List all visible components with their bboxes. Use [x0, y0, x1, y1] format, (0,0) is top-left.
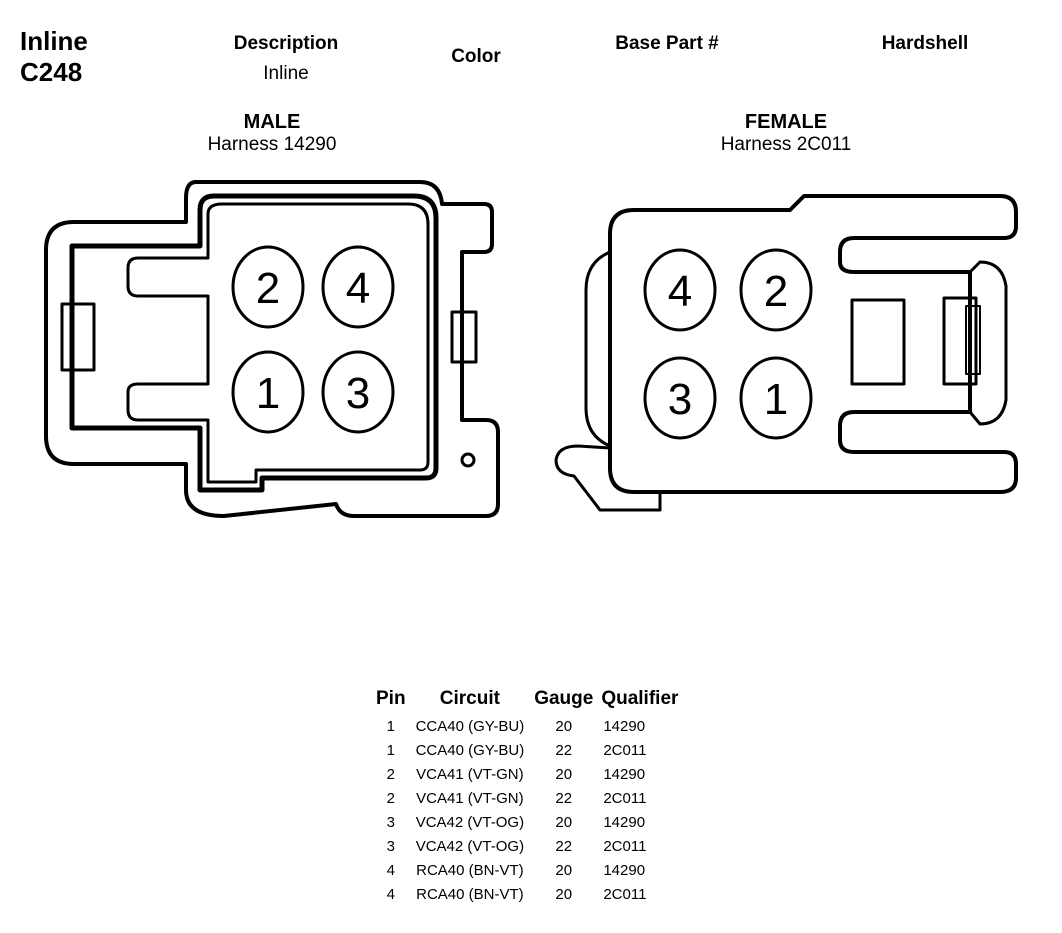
pin-cell: 2 [386, 789, 395, 807]
male-pin-circle [321, 350, 395, 434]
table-row: 2 VCA41 (VT-GN) 22 2C011 [372, 786, 682, 810]
female-latch-window [942, 296, 978, 386]
qualifier-cell: 2C011 [603, 741, 647, 759]
circuit-cell: VCA42 (VT-OG) [415, 813, 525, 831]
pin-table-header: Pin Circuit Gauge Qualifier [372, 688, 682, 714]
description-value: Inline [263, 63, 309, 84]
table-row: 3 VCA42 (VT-OG) 22 2C011 [372, 834, 682, 858]
male-pin-label: 4 [346, 264, 370, 313]
qualifier-cell: 14290 [603, 813, 646, 831]
female-pin-label: 1 [764, 375, 788, 424]
pin-cell: 3 [386, 813, 395, 831]
female-housing-outline [608, 194, 1018, 494]
color-label: Color [451, 46, 501, 67]
table-row: 4 RCA40 (BN-VT) 20 2C011 [372, 882, 682, 906]
female-pin-label: 2 [764, 267, 788, 316]
gauge-cell: 20 [555, 765, 573, 783]
gauge-cell: 20 [555, 861, 573, 879]
circuit-cell: RCA40 (BN-VT) [416, 885, 524, 903]
hardshell-label: Hardshell [881, 33, 969, 54]
female-pin-circle [643, 356, 717, 440]
female-hook [554, 444, 662, 512]
pin-cell: 1 [386, 741, 395, 759]
gauge-column-header: Gauge [534, 688, 594, 709]
male-right-tab [450, 310, 478, 364]
male-cavity-block [126, 202, 430, 484]
gauge-cell: 22 [555, 741, 573, 759]
table-row: 1 CCA40 (GY-BU) 22 2C011 [372, 738, 682, 762]
pin-table: Pin Circuit Gauge Qualifier 1 CCA40 (GY-… [372, 688, 682, 906]
table-row: 3 VCA42 (VT-OG) 20 14290 [372, 810, 682, 834]
female-right-latch [968, 260, 1008, 426]
connector-title: Inline C248 [20, 26, 88, 88]
qualifier-cell: 2C011 [603, 885, 647, 903]
circuit-column-header: Circuit [439, 688, 500, 709]
male-inner-frame [69, 193, 439, 493]
pin-cell: 4 [386, 861, 395, 879]
pin-cell: 3 [386, 837, 395, 855]
circuit-cell: CCA40 (GY-BU) [415, 741, 525, 759]
connector-id: C248 [20, 57, 83, 87]
female-left-bump [584, 250, 611, 448]
circuit-cell: VCA41 (VT-GN) [416, 789, 524, 807]
circuit-cell: CCA40 (GY-BU) [415, 717, 525, 735]
connector-type: Inline [20, 26, 88, 56]
male-pin-circle [231, 245, 305, 329]
description-label: Description [233, 33, 339, 54]
circuit-cell: RCA40 (BN-VT) [416, 861, 524, 879]
male-pin-label: 2 [256, 264, 280, 313]
male-pin-label: 3 [346, 369, 370, 418]
female-harness: Harness 2C011 [720, 134, 852, 155]
male-harness: Harness 14290 [207, 134, 337, 155]
gauge-cell: 22 [555, 789, 573, 807]
circuit-cell: VCA42 (VT-OG) [415, 837, 525, 855]
male-pin-label: 1 [256, 369, 280, 418]
table-row: 4 RCA40 (BN-VT) 20 14290 [372, 858, 682, 882]
male-pin-circle [231, 350, 305, 434]
gauge-cell: 22 [555, 837, 573, 855]
male-label: MALE [243, 111, 301, 133]
male-housing-outline [44, 180, 500, 518]
table-row: 2 VCA41 (VT-GN) 20 14290 [372, 762, 682, 786]
gauge-cell: 20 [555, 885, 573, 903]
female-pin-label: 4 [668, 267, 692, 316]
qualifier-cell: 2C011 [603, 789, 647, 807]
qualifier-cell: 14290 [603, 861, 646, 879]
female-center-window [850, 298, 906, 386]
gauge-cell: 20 [555, 717, 573, 735]
pin-cell: 4 [386, 885, 395, 903]
male-pin-circle [321, 245, 395, 329]
circuit-cell: VCA41 (VT-GN) [416, 765, 524, 783]
qualifier-cell: 14290 [603, 717, 646, 735]
pin-column-header: Pin [376, 688, 406, 709]
female-pin-circle [739, 356, 813, 440]
base-part-label: Base Part # [615, 33, 719, 54]
qualifier-column-header: Qualifier [601, 688, 679, 709]
table-row: 1 CCA40 (GY-BU) 20 14290 [372, 714, 682, 738]
female-latch-inner [965, 305, 981, 375]
pin-cell: 2 [386, 765, 395, 783]
qualifier-cell: 14290 [603, 765, 646, 783]
male-key-dot [460, 452, 476, 468]
pin-cell: 1 [386, 717, 395, 735]
female-pin-circle [643, 248, 717, 332]
male-left-latch [60, 302, 96, 372]
qualifier-cell: 2C011 [603, 837, 647, 855]
female-label: FEMALE [744, 111, 828, 133]
gauge-cell: 20 [555, 813, 573, 831]
female-pin-circle [739, 248, 813, 332]
female-pin-label: 3 [668, 375, 692, 424]
